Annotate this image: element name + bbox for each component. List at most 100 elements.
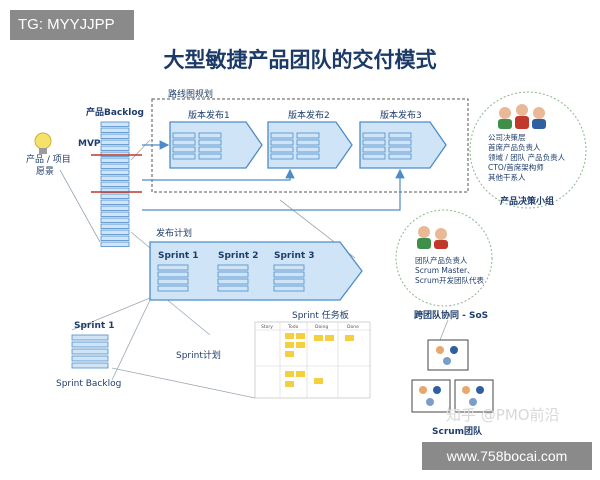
decision-group-label: 产品决策小组	[500, 195, 554, 207]
sprint-backlog-item	[71, 362, 109, 369]
scrum-team-icon-left	[411, 379, 451, 413]
sticky-note	[296, 333, 305, 339]
release-item	[296, 146, 320, 153]
release-item	[270, 139, 294, 146]
sticky-notes	[285, 333, 354, 387]
scrum-team-label: Scrum团队	[432, 425, 483, 437]
sprint-1-label: Sprint 1	[158, 251, 199, 261]
sprint-backlog-label: Sprint Backlog	[56, 379, 121, 389]
sprint-backlog-stack	[71, 334, 109, 369]
sos-label: 跨团队协同 - SoS	[414, 309, 488, 321]
backlog-item	[100, 229, 130, 235]
backlog-item	[100, 235, 130, 241]
sticky-note	[285, 342, 294, 348]
release-item	[172, 139, 196, 146]
release-item	[172, 132, 196, 139]
sprint-backlog-item	[71, 355, 109, 362]
sprint-item	[273, 278, 305, 285]
release-plan-label: 发布计划	[156, 227, 192, 239]
sprint-item	[157, 271, 189, 278]
decision-role-4: CTO/首席架构师	[488, 162, 544, 172]
sprint-item	[157, 285, 189, 292]
sos-role-3: Scrum开发团队代表	[415, 275, 485, 285]
release-item	[172, 146, 196, 153]
backlog-item	[100, 211, 130, 217]
release-item	[270, 146, 294, 153]
task-board-col-done: Done	[347, 324, 359, 330]
sprint-item-bars	[157, 264, 305, 292]
release-item	[198, 132, 222, 139]
diagram-title: 大型敏捷产品团队的交付模式	[163, 48, 437, 72]
sprint-item	[273, 271, 305, 278]
product-backlog-label: 产品Backlog	[86, 106, 144, 118]
release-item	[296, 153, 320, 160]
vision-label-line1: 产品 / 项目	[26, 153, 71, 165]
decision-role-1: 公司决策层	[488, 132, 526, 142]
backlog-item	[100, 205, 130, 211]
site-label: www.758bocai.com	[422, 442, 592, 470]
task-board-col-story: Story	[261, 324, 273, 330]
decision-role-2: 首席产品负责人	[488, 142, 541, 152]
backlog-item	[100, 145, 130, 151]
sprint-item	[157, 278, 189, 285]
backlog-item	[100, 127, 130, 133]
release-item	[388, 146, 412, 153]
sprint-backlog-item	[71, 348, 109, 355]
vision-label-line2: 愿景	[36, 166, 54, 177]
sprint-item	[217, 285, 249, 292]
sticky-note	[296, 342, 305, 348]
decision-people-icon	[498, 104, 546, 129]
sprint-2-label: Sprint 2	[218, 251, 259, 261]
sprint-item	[157, 264, 189, 271]
decision-role-5: 其他干系人	[488, 172, 526, 182]
backlog-item	[100, 121, 130, 127]
release-item	[270, 132, 294, 139]
sticky-note	[314, 335, 323, 341]
release-plan-chevron	[149, 241, 363, 301]
release-item	[198, 153, 222, 160]
corner-tag: TG: MYYJJPP	[10, 10, 134, 40]
release-item	[362, 139, 386, 146]
sos-role-1: 团队产品负责人	[415, 255, 468, 265]
backlog-item	[100, 241, 130, 247]
release-item	[362, 153, 386, 160]
task-board-label: Sprint 任务板	[292, 309, 349, 321]
backlog-item	[100, 193, 130, 199]
roadmap-label: 路线图规划	[168, 88, 213, 100]
sprint-item	[273, 285, 305, 292]
release-1-label: 版本发布1	[188, 109, 230, 121]
backlog-item	[100, 181, 130, 187]
sticky-note	[296, 371, 305, 377]
release-item	[296, 132, 320, 139]
lightbulb-icon	[34, 132, 52, 154]
sticky-note	[345, 335, 354, 341]
sprint-plan-label: Sprint计划	[176, 349, 221, 361]
backlog-item	[100, 169, 130, 175]
release-item	[362, 132, 386, 139]
backlog-item	[100, 163, 130, 169]
sprint-item	[217, 271, 249, 278]
backlog-item	[100, 199, 130, 205]
task-board-col-doing: Doing	[315, 324, 328, 330]
release-2-label: 版本发布2	[288, 109, 330, 121]
backlog-item	[100, 133, 130, 139]
backlog-item	[100, 217, 130, 223]
sprint-backlog-item	[71, 341, 109, 348]
sprint-item	[217, 278, 249, 285]
backlog-item	[100, 223, 130, 229]
task-board-col-todo: Todo	[287, 324, 299, 330]
sticky-note	[314, 378, 323, 384]
sticky-note	[325, 335, 334, 341]
release-item	[198, 139, 222, 146]
release-item	[270, 153, 294, 160]
watermark: 知乎 @PMO前沿	[446, 406, 560, 424]
release-item	[296, 139, 320, 146]
release-item	[172, 153, 196, 160]
sprint-item	[217, 264, 249, 271]
release-item	[198, 146, 222, 153]
product-backlog-stack	[100, 121, 130, 247]
release-item	[388, 139, 412, 146]
backlog-arrows	[142, 140, 405, 211]
release-item	[362, 146, 386, 153]
